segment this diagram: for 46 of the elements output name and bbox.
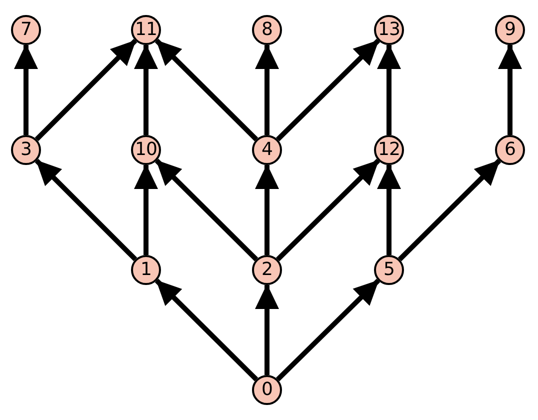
graph-node: [11, 15, 41, 45]
node-label: 8: [262, 21, 272, 39]
arrow: [255, 164, 279, 255]
graph-node: [374, 15, 404, 45]
arrow: [134, 44, 158, 135]
graph-node: [131, 255, 161, 285]
graph-node: [252, 255, 282, 285]
arrow: [255, 284, 279, 375]
node-label: 4: [262, 141, 272, 159]
graph-node: [252, 135, 282, 165]
graph-node: [495, 15, 525, 45]
arrow: [377, 164, 401, 255]
arrow: [14, 44, 38, 135]
node-label: 2: [262, 261, 272, 279]
arrow: [255, 44, 279, 135]
arrow: [498, 44, 522, 135]
node-label: 3: [20, 141, 32, 159]
node-label: 0: [262, 381, 272, 399]
graph-node: [252, 375, 282, 405]
arrow: [154, 278, 258, 382]
node-label: 5: [384, 261, 394, 279]
arrow: [276, 38, 380, 142]
graph-node: [252, 15, 282, 45]
arrow: [276, 278, 380, 382]
arrow: [154, 38, 258, 142]
graph-node: [131, 15, 161, 45]
arrow: [134, 164, 158, 255]
arrow: [398, 158, 502, 262]
arrow: [276, 158, 380, 262]
graph-node: [11, 135, 41, 165]
node-label: 1: [140, 261, 152, 279]
graph-node: [374, 135, 404, 165]
node-label: 9: [504, 21, 516, 39]
arrow: [34, 38, 138, 142]
node-label: 7: [20, 21, 32, 39]
node-label: 11: [135, 21, 157, 39]
node-label: 10: [135, 141, 157, 159]
graph-node: [374, 255, 404, 285]
arrow: [34, 158, 138, 262]
node-label: 13: [378, 21, 400, 39]
graph-node: [495, 135, 525, 165]
graph-node: [131, 135, 161, 165]
node-label: 12: [378, 141, 400, 159]
arrow: [377, 44, 401, 135]
node-label: 6: [504, 141, 516, 159]
arrow: [154, 158, 258, 262]
